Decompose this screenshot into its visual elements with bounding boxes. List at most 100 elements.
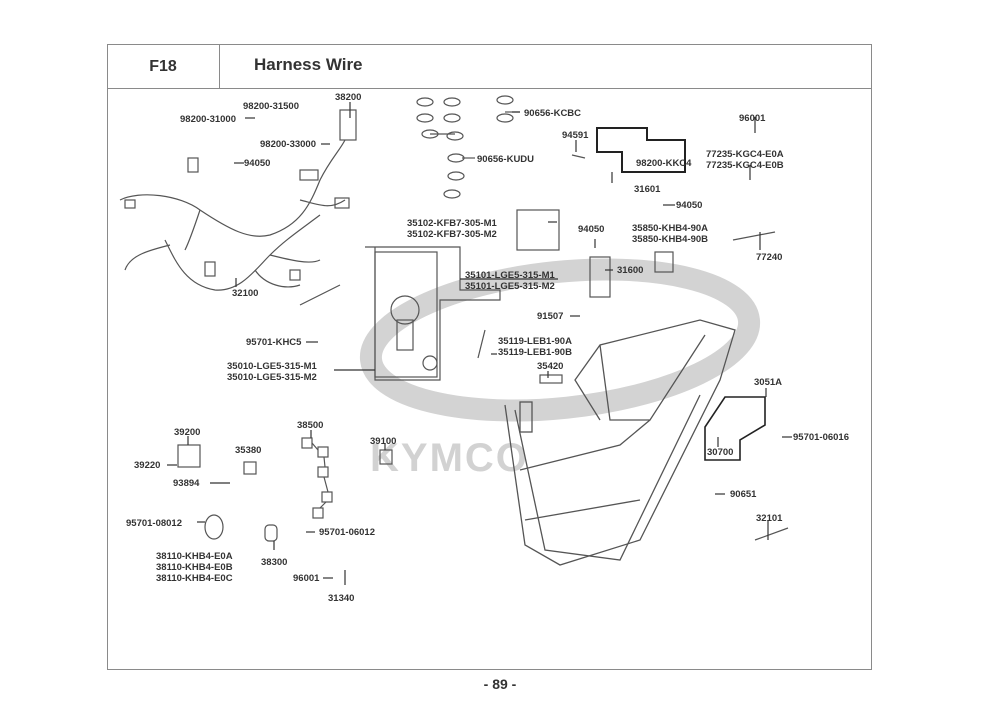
- part-label-96001: 96001: [293, 573, 319, 584]
- part-number: 32101: [756, 513, 783, 524]
- part-number: 35010-LGE5-315-M1: [227, 361, 317, 372]
- part-label-39100: 39100: [370, 436, 396, 447]
- part-number: 94591: [562, 130, 589, 141]
- part-number: 77240: [756, 252, 783, 263]
- part-number: 93894: [173, 478, 200, 489]
- sensor-38300-drawing: [264, 524, 278, 542]
- part-number: 31340: [328, 593, 355, 604]
- part-label-95701-08012: 95701-08012: [126, 518, 182, 529]
- part-number: 77235-KGC4-E0B: [706, 160, 784, 171]
- part-number: 35101-LGE5-315-M1: [465, 270, 555, 281]
- group-box-35102: [516, 209, 560, 251]
- part-number: 30700: [707, 447, 734, 458]
- part-number: 98200-33000: [260, 139, 316, 150]
- part-label-93894: 93894: [173, 478, 199, 489]
- part-label-35380: 35380: [235, 445, 261, 456]
- part-number: 90656-KCBC: [524, 108, 582, 119]
- part-number: 35420: [537, 361, 564, 372]
- relay-35850-drawing: [654, 251, 674, 273]
- ecu-31600-drawing: [589, 256, 611, 298]
- part-number: 35119-LEB1-90A: [498, 336, 572, 347]
- part-label-98200-kkc4: 98200-KKC4: [636, 158, 691, 169]
- part-number: 32100: [232, 288, 259, 299]
- part-number: 38200: [335, 92, 362, 103]
- part-label-32101: 32101: [756, 513, 782, 524]
- part-number: 95701-06016: [793, 432, 849, 443]
- group-box-35010: [374, 251, 438, 378]
- part-number: 38110-KHB4-E0C: [156, 573, 233, 584]
- part-number: 90656-KUDU: [477, 154, 535, 165]
- part-label-38500: 38500: [297, 420, 323, 431]
- part-number: 35850-KHB4-90B: [632, 234, 709, 245]
- part-label-95701-06016: 95701-06016: [793, 432, 849, 443]
- wire-lead-drawing: [299, 284, 341, 306]
- part-label-90656-kcbc: 90656-KCBC: [524, 108, 581, 119]
- part-label-98200-31000: 98200-31000: [180, 114, 236, 125]
- wire-32101-drawing: [754, 527, 789, 541]
- part-number: 3051A: [754, 377, 782, 388]
- flasher-39100-drawing: [379, 449, 393, 465]
- part-number: 90651: [730, 489, 757, 500]
- scooter-frame-drawing: [504, 319, 736, 566]
- part-label-94591: 94591: [562, 130, 588, 141]
- part-number: 39200: [174, 427, 201, 438]
- part-label-96001: 96001: [739, 113, 765, 124]
- part-label-98200-33000: 98200-33000: [260, 139, 316, 150]
- part-number: 35119-LEB1-90B: [498, 347, 572, 358]
- part-number: 35102-KFB7-305-M2: [407, 229, 497, 240]
- connector-chain-38500-drawing: [301, 437, 333, 519]
- part-label-38200: 38200: [335, 92, 361, 103]
- part-label-94050: 94050: [676, 200, 702, 211]
- part-number: 98200-31500: [243, 101, 299, 112]
- diagram-frame: [107, 44, 872, 670]
- part-number: 31601: [634, 184, 661, 195]
- part-label-31600: 31600: [617, 265, 643, 276]
- part-number: 94050: [244, 158, 271, 169]
- page-title: Harness Wire: [254, 55, 363, 74]
- part-number: 35101-LGE5-315-M2: [465, 281, 555, 292]
- group-box-31601: [596, 127, 686, 173]
- part-label-35420: 35420: [537, 361, 563, 372]
- part-label-38300: 38300: [261, 557, 287, 568]
- part-label-39220: 39220: [134, 460, 160, 471]
- part-number: 39100: [370, 436, 397, 447]
- harness-clips-drawing: [416, 95, 520, 199]
- part-label-31340: 31340: [328, 593, 354, 604]
- cable-77240-drawing: [732, 231, 776, 241]
- part-number: 38110-KHB4-E0B: [156, 562, 233, 573]
- part-number: 35850-KHB4-90A: [632, 223, 709, 234]
- part-label-3051a: 3051A: [754, 377, 782, 388]
- relay-35380-drawing: [243, 461, 257, 475]
- part-number: 38500: [297, 420, 324, 431]
- part-label-77240: 77240: [756, 252, 782, 263]
- part-number: 96001: [739, 113, 766, 124]
- connector-35420-drawing: [539, 374, 563, 384]
- part-label-31601: 31601: [634, 184, 660, 195]
- watermark-text: KYMCO: [370, 436, 529, 480]
- part-number: 38110-KHB4-E0A: [156, 551, 233, 562]
- part-number: 39220: [134, 460, 161, 471]
- section-code: F18: [107, 44, 220, 89]
- part-label-91507: 91507: [537, 311, 563, 322]
- part-label-30700: 30700: [707, 447, 733, 458]
- part-number: 38300: [261, 557, 288, 568]
- part-label-39200: 39200: [174, 427, 200, 438]
- part-number: 98200-KKC4: [636, 158, 692, 169]
- part-number: 77235-KGC4-E0A: [706, 149, 784, 160]
- part-number: 94050: [578, 224, 605, 235]
- part-number: 98200-31000: [180, 114, 236, 125]
- part-number: 35102-KFB7-305-M1: [407, 218, 497, 229]
- wire-harness-drawing: [119, 109, 357, 291]
- strip-94591-drawing: [571, 154, 586, 159]
- part-number: 35010-LGE5-315-M2: [227, 372, 317, 383]
- header-divider: [107, 88, 872, 89]
- band-35119-drawing: [477, 329, 486, 359]
